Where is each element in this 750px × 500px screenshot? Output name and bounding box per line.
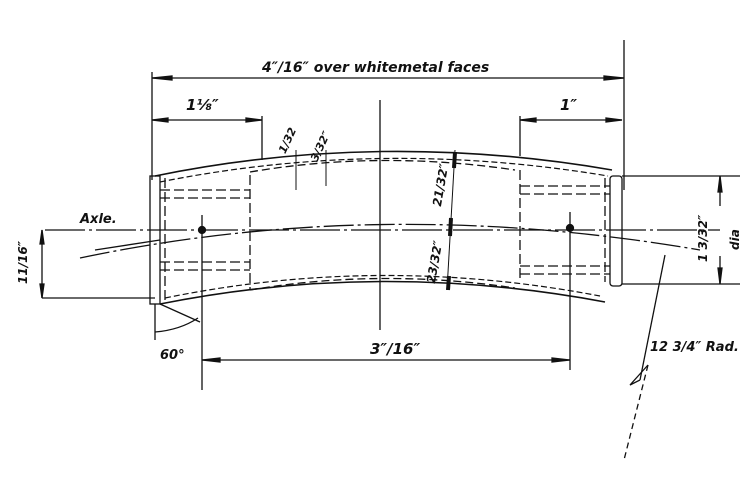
- radius-label: 12 3/4″ Rad.: [650, 340, 739, 355]
- axle-centreline-label: Axle.: [80, 212, 117, 227]
- left-flange-label: 1⅛″: [186, 96, 219, 114]
- centre-span-label: 3″/16″: [370, 340, 421, 358]
- end-diameter-suffix: dia: [728, 229, 742, 250]
- chamfer-angle-label: 60°: [160, 348, 185, 363]
- right-flange-label: 1″: [560, 96, 578, 114]
- axle-offset-label: 11/16″: [16, 240, 30, 284]
- overall-length-label: 4″/16″ over whitemetal faces: [262, 60, 490, 76]
- end-diameter-label: 1 3/32″: [696, 214, 710, 262]
